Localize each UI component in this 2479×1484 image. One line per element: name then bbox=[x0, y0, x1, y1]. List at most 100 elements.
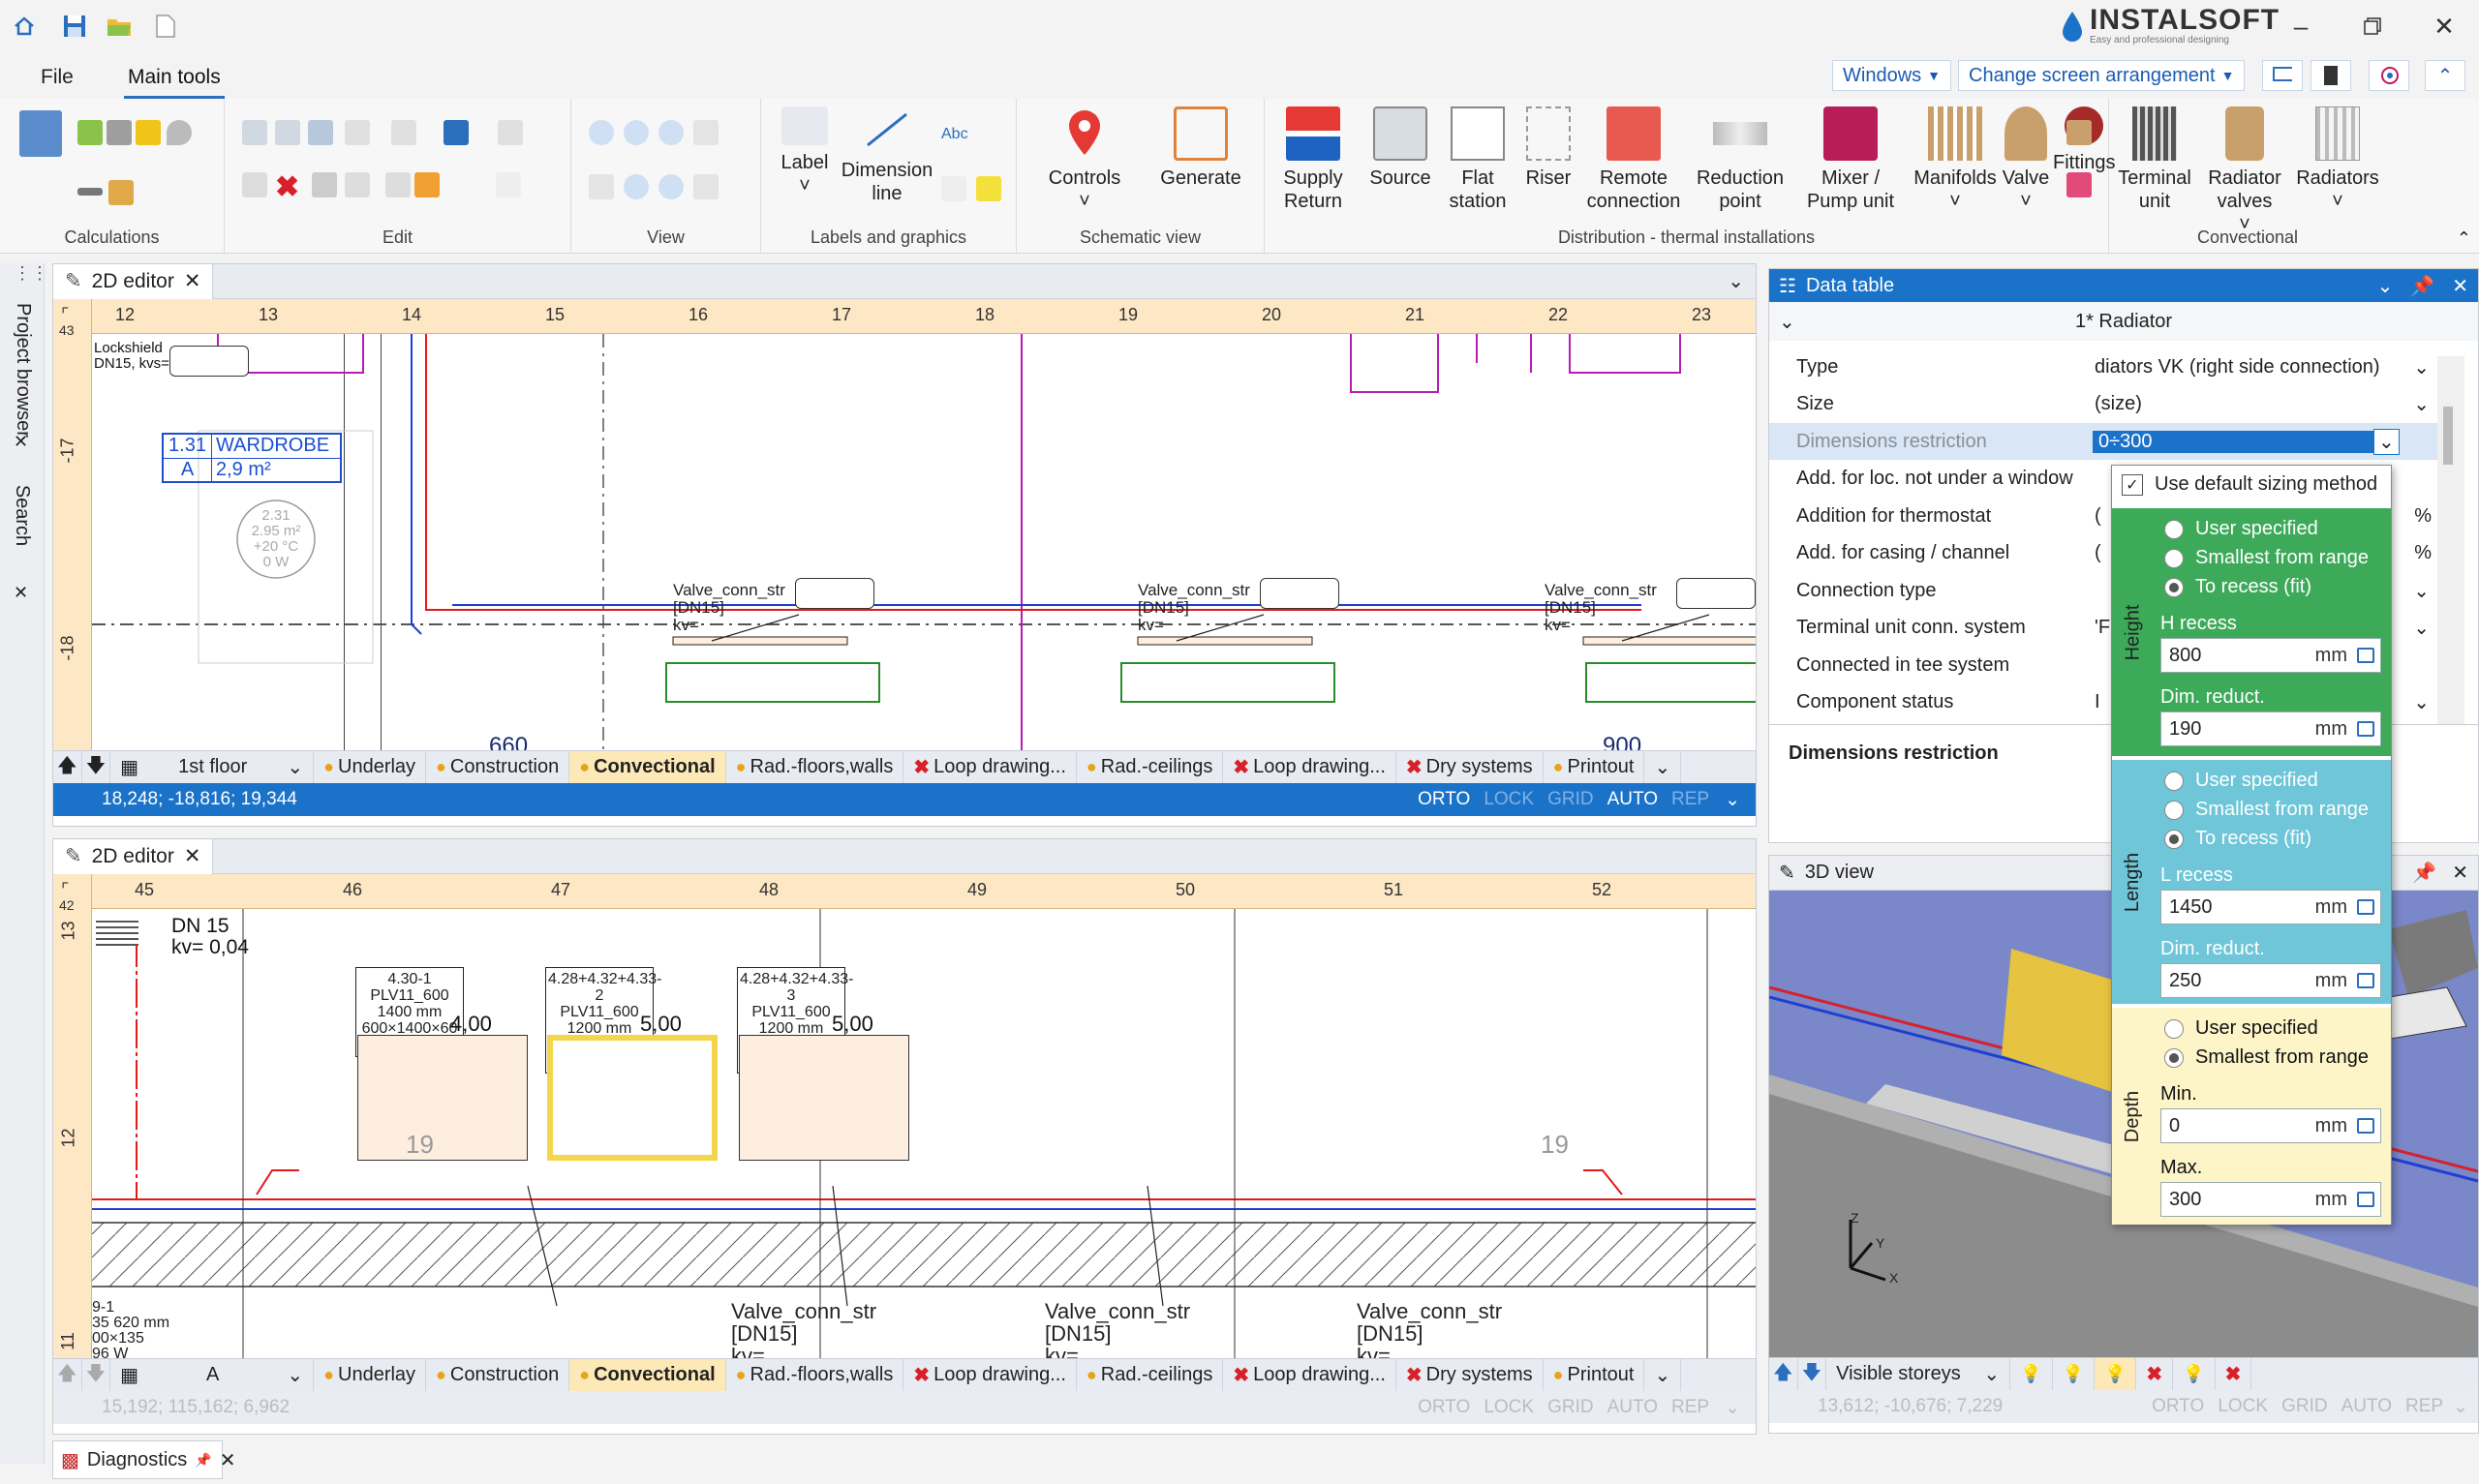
riser-symbol[interactable] bbox=[96, 917, 138, 946]
color-drops-icon[interactable] bbox=[2369, 60, 2409, 91]
editor-top-tab[interactable]: ✎2D editor✕ bbox=[53, 263, 214, 299]
chevron-down-icon[interactable]: ⌄ bbox=[1728, 271, 1744, 292]
arrow-down-icon[interactable]: 🡇 bbox=[82, 751, 111, 783]
radio-option[interactable]: Smallest from range bbox=[2164, 799, 2369, 821]
status-orto[interactable]: ORTO bbox=[1418, 1397, 1471, 1417]
source-button[interactable]: Source bbox=[1362, 106, 1439, 190]
chevron-down-icon[interactable]: ⌄ bbox=[2413, 618, 2430, 639]
arrow-down-icon[interactable]: 🡇 bbox=[1798, 1358, 1827, 1390]
terminal-unit-button[interactable]: Terminal unit bbox=[2111, 106, 2198, 213]
undo-icon[interactable] bbox=[308, 120, 333, 145]
generate-button[interactable]: Generate bbox=[1152, 106, 1249, 190]
move-icon[interactable] bbox=[391, 120, 416, 145]
valve-button[interactable]: Valve˅ bbox=[1997, 106, 2055, 213]
layers-icon[interactable] bbox=[693, 174, 719, 199]
arrow-down-icon[interactable]: 🡇 bbox=[82, 1359, 111, 1391]
valve-label-bottom-1[interactable]: Valve_conn_str[DN15]kv= bbox=[731, 1300, 876, 1358]
layer-toggle[interactable]: ●Printout bbox=[1544, 751, 1645, 783]
restore-button[interactable] bbox=[2343, 4, 2402, 48]
note-icon[interactable] bbox=[976, 176, 1001, 201]
layer-toggle[interactable]: ●Construction bbox=[426, 1359, 570, 1391]
ruler-corner-icon[interactable]: ⌜ bbox=[61, 305, 70, 324]
layer-toggle[interactable]: ●Underlay bbox=[314, 751, 427, 783]
chevron-down-icon[interactable]: ⌄ bbox=[2413, 394, 2430, 415]
delete-icon[interactable]: ✖ bbox=[275, 171, 300, 203]
layer-toggle[interactable]: 💡 bbox=[2053, 1358, 2095, 1390]
zoom-region-icon[interactable] bbox=[589, 174, 614, 199]
close-icon[interactable]: ✕ bbox=[2452, 863, 2468, 884]
insert-icon[interactable] bbox=[444, 120, 469, 145]
gear-yellow-icon[interactable] bbox=[136, 120, 161, 145]
radio-option[interactable]: To recess (fit) bbox=[2164, 828, 2311, 850]
change-arrangement-dropdown[interactable]: Change screen arrangement▼ bbox=[1958, 60, 2246, 91]
close-window-button[interactable]: ✕ bbox=[2433, 11, 2455, 41]
windows-dropdown[interactable]: Windows▼ bbox=[1832, 60, 1951, 91]
new-document-icon[interactable] bbox=[149, 10, 182, 43]
chevron-down-icon[interactable]: ⌄ bbox=[2413, 692, 2430, 713]
chevron-down-icon[interactable]: ⌄ bbox=[2453, 1396, 2468, 1417]
scrollbar[interactable] bbox=[2437, 356, 2464, 724]
status-rep[interactable]: REP bbox=[1671, 1397, 1710, 1417]
status-rep[interactable]: REP bbox=[2405, 1396, 2444, 1416]
close-icon[interactable]: ✕ bbox=[14, 432, 29, 451]
close-icon[interactable]: ✕ bbox=[14, 583, 29, 602]
calculator-icon[interactable] bbox=[2357, 721, 2374, 737]
ribbon-collapse-icon[interactable]: ⌃ bbox=[2456, 228, 2471, 248]
supply-return-button[interactable]: Supply Return bbox=[1265, 106, 1362, 213]
close-icon[interactable]: ✕ bbox=[2452, 275, 2468, 297]
arrow-up-icon[interactable]: 🡅 bbox=[53, 751, 82, 783]
layer-toggle[interactable]: ●Convectional bbox=[569, 751, 726, 783]
row-value[interactable]: (size) bbox=[2095, 393, 2142, 414]
status-lock[interactable]: LOCK bbox=[2218, 1396, 2269, 1416]
film-icon[interactable] bbox=[2311, 60, 2351, 91]
radio-option[interactable]: Smallest from range bbox=[2164, 547, 2369, 569]
status-rep[interactable]: REP bbox=[1671, 789, 1710, 809]
row-value[interactable]: ( bbox=[2095, 542, 2101, 563]
calculator-icon[interactable] bbox=[2357, 973, 2374, 988]
radio-option[interactable]: User specified bbox=[2164, 518, 2318, 540]
zoom-out-icon[interactable] bbox=[624, 120, 649, 145]
zoom-all-icon[interactable] bbox=[658, 120, 684, 145]
valve-label-2[interactable]: Valve_conn_str[DN15]kv= bbox=[1138, 582, 1250, 634]
home-icon[interactable] bbox=[8, 10, 41, 43]
calculator-icon[interactable] bbox=[19, 110, 62, 157]
valve-label-1[interactable]: Valve_conn_str[DN15]kv= bbox=[673, 582, 785, 634]
radiator[interactable] bbox=[357, 1035, 528, 1161]
radio-option[interactable]: User specified bbox=[2164, 1017, 2318, 1040]
chevron-down-icon[interactable]: ⌄ bbox=[2373, 428, 2400, 455]
monitor-icon[interactable] bbox=[2262, 60, 2303, 91]
layer-toggle[interactable]: ✖Dry systems bbox=[1396, 751, 1544, 783]
row-value[interactable]: 'F bbox=[2095, 617, 2111, 638]
dimension-line-button[interactable]: Dimension line bbox=[839, 106, 935, 205]
minimize-button[interactable]: – bbox=[2293, 11, 2309, 41]
status-grid[interactable]: GRID bbox=[2281, 1396, 2328, 1416]
row-value[interactable]: 0÷300 bbox=[2093, 430, 2373, 453]
status-auto[interactable]: AUTO bbox=[2341, 1396, 2392, 1416]
array-icon[interactable] bbox=[345, 172, 370, 197]
use-default-checkbox[interactable]: ✓ Use default sizing method bbox=[2122, 473, 2377, 496]
edit-icon[interactable] bbox=[414, 172, 440, 197]
label-button[interactable]: Label˅ bbox=[775, 106, 835, 197]
riser-button[interactable]: Riser bbox=[1515, 106, 1582, 190]
close-icon[interactable]: ✕ bbox=[219, 1449, 236, 1471]
zoom-window-icon[interactable] bbox=[693, 120, 719, 145]
table-icon[interactable] bbox=[941, 176, 966, 201]
ruler-corner-icon[interactable]: ⌜ bbox=[61, 880, 70, 899]
calculator-icon[interactable] bbox=[2357, 648, 2374, 663]
layer-toggle[interactable]: ✖ bbox=[2136, 1358, 2174, 1390]
chevron-down-icon[interactable]: ⌄ bbox=[2376, 275, 2394, 297]
text-style-icon[interactable]: Abc bbox=[941, 126, 968, 142]
layer-toggle[interactable]: ●Rad.-floors,walls bbox=[726, 1359, 904, 1391]
chevron-down-icon[interactable]: ⌄ bbox=[2413, 356, 2430, 379]
data-table-row[interactable]: Connected in tee system bbox=[1769, 647, 2437, 683]
valve-tag[interactable] bbox=[1676, 578, 1756, 609]
storeys-select[interactable]: Visible storeys⌄ bbox=[1826, 1358, 2011, 1390]
layer-toggle[interactable]: 💡 bbox=[2010, 1358, 2053, 1390]
flat-station-button[interactable]: Flat station bbox=[1439, 106, 1516, 213]
